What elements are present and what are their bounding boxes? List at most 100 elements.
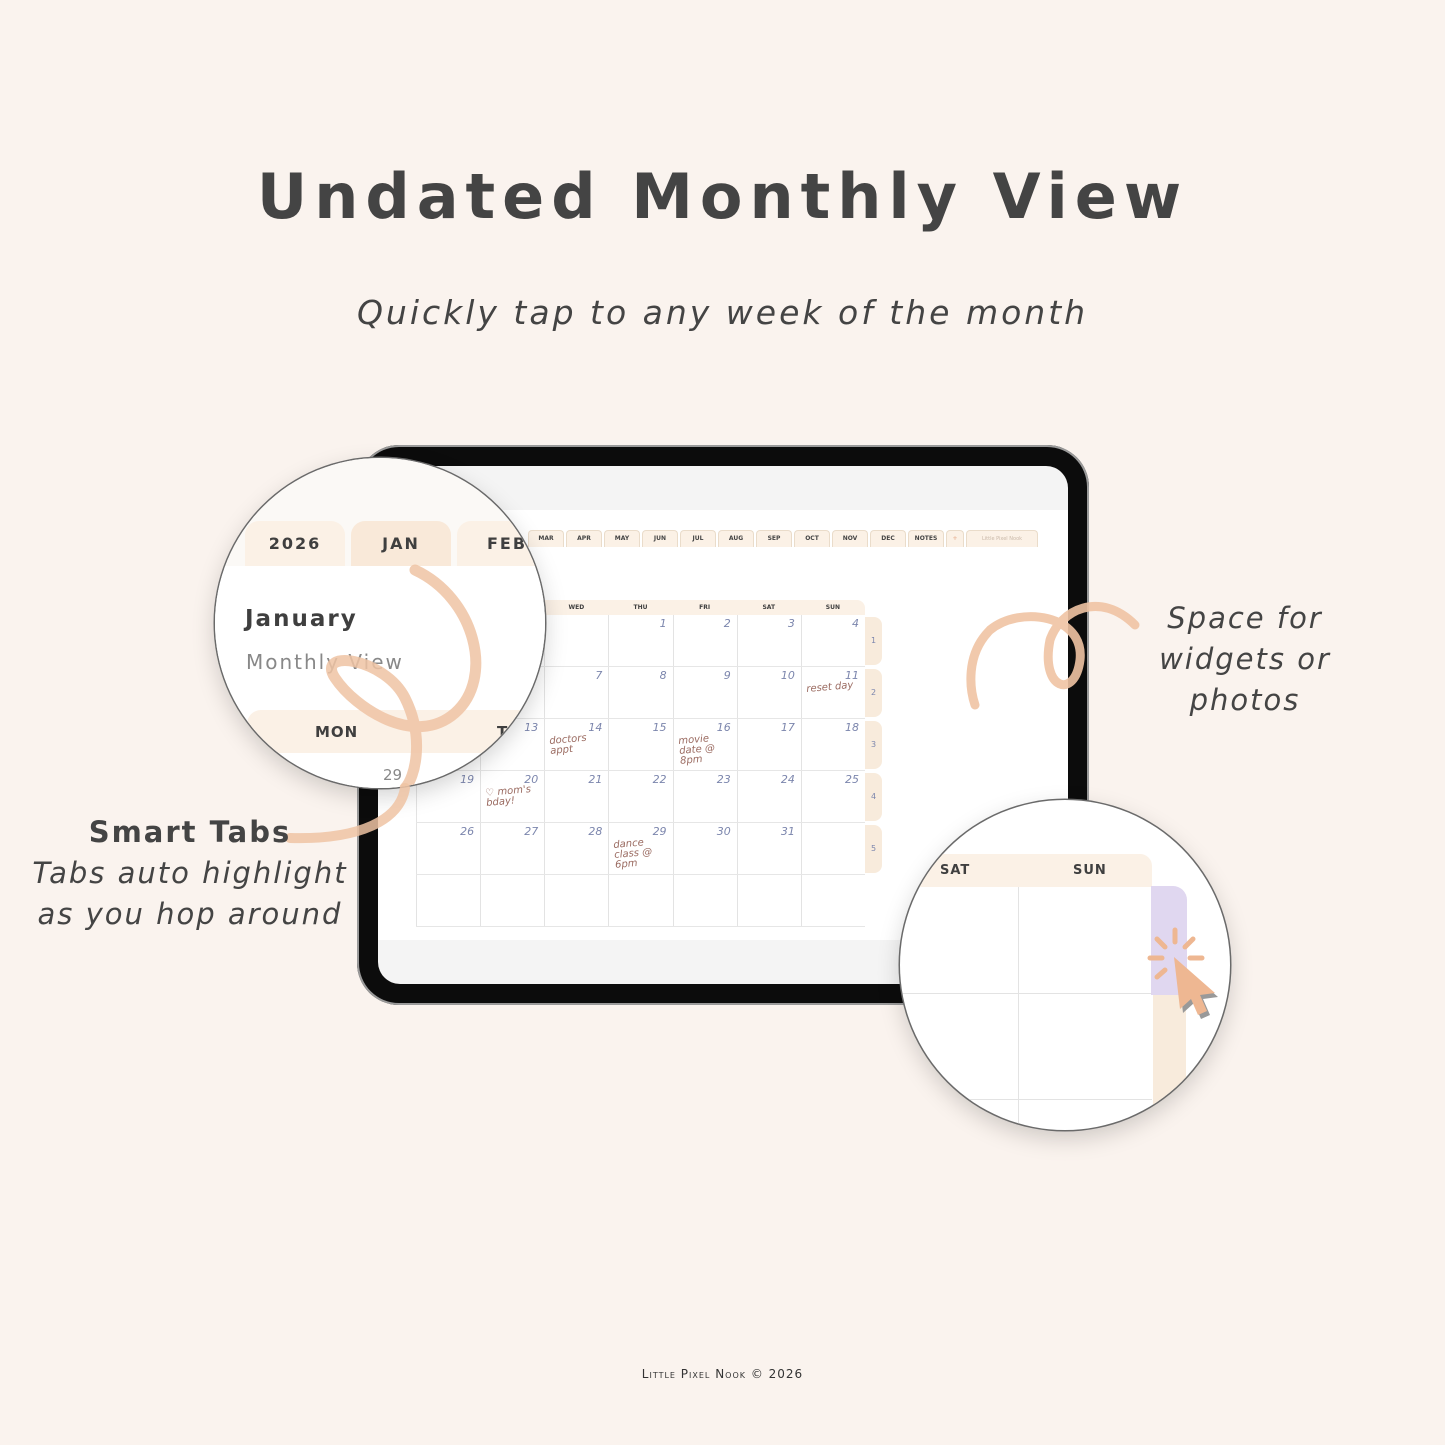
tab-feb[interactable]: FEB (457, 521, 545, 567)
tab-jan[interactable]: JAN (351, 521, 451, 567)
day-number: 30 (716, 825, 731, 838)
day-number: 21 (588, 773, 603, 786)
day-number: 11 (844, 669, 859, 682)
day-number: 23 (716, 773, 731, 786)
day-number: 10 (780, 669, 795, 682)
month-tab[interactable]: JUL (680, 530, 716, 547)
day-number: 7 (595, 669, 603, 682)
day-cell[interactable]: 1 (608, 615, 672, 666)
day-cell[interactable]: 27 (480, 823, 544, 874)
day-cell[interactable]: 31 (736, 823, 801, 874)
day-cell[interactable]: 2 (672, 615, 737, 666)
zoom-circle-week-tab: SAT SUN (900, 800, 1230, 1130)
week-tab[interactable]: 1 (865, 617, 882, 665)
weekday-label: SAT (762, 604, 776, 611)
day-cell[interactable]: 18 (800, 719, 865, 770)
weekday-label: THU (633, 604, 648, 611)
day-cell[interactable] (672, 875, 737, 926)
week-tab[interactable]: 3 (865, 721, 882, 769)
day-number: 27 (524, 825, 539, 838)
day-cell[interactable]: 25 (800, 771, 865, 822)
month-tab[interactable]: OCT (794, 530, 830, 547)
day-cell[interactable]: 28 (544, 823, 608, 874)
month-tab[interactable]: NOTES (908, 530, 944, 547)
month-tab[interactable]: AUG (718, 530, 754, 547)
annotation-title: Smart Tabs (88, 815, 292, 849)
day-cell[interactable]: 10 (736, 667, 801, 718)
day-cell[interactable]: 24 (736, 771, 801, 822)
day-number: 22 (652, 773, 667, 786)
pointer-click-icon (1147, 927, 1218, 1019)
day-number: 31 (780, 825, 795, 838)
weekday-tue-partial: T (497, 723, 508, 741)
day-cell[interactable] (800, 875, 865, 926)
annotation-line: widgets or (1159, 642, 1331, 676)
day-cell[interactable]: 8 (608, 667, 672, 718)
day-cell[interactable]: 26 (416, 823, 480, 874)
day-cell[interactable] (544, 875, 608, 926)
month-tab[interactable]: + (946, 530, 964, 547)
day-number: 24 (780, 773, 795, 786)
day-number: 9 (723, 669, 731, 682)
month-tab[interactable]: JUN (642, 530, 678, 547)
day-number: 2 (723, 617, 731, 630)
weekday-label: FRI (699, 604, 711, 611)
day-cell[interactable]: 4 (800, 615, 865, 666)
annotation-line: Space for (1167, 601, 1323, 635)
day-number: 28 (588, 825, 603, 838)
page-title: Undated Monthly View (256, 160, 1189, 233)
footer-copyright: Little Pixel Nook © 2026 (641, 1367, 804, 1381)
day-cell[interactable] (608, 875, 672, 926)
month-tab[interactable]: SEP (756, 530, 792, 547)
month-tab[interactable]: Little Pixel Nook (966, 530, 1038, 547)
annotation-line: Tabs auto highlight (32, 856, 348, 890)
day-cell[interactable] (800, 823, 865, 874)
day-number: 3 (787, 617, 795, 630)
smart-tabs-annotation: Smart Tabs Tabs auto highlight as you ho… (20, 812, 360, 935)
month-tab[interactable]: NOV (832, 530, 868, 547)
month-tab[interactable]: APR (566, 530, 602, 547)
day-cell[interactable]: 3 (736, 615, 801, 666)
day-number: 29 (652, 825, 667, 838)
weekday-sat: SAT (940, 863, 971, 878)
week-tab[interactable]: 2 (865, 669, 882, 717)
annotation-line: photos (1189, 683, 1301, 717)
day-number: 25 (844, 773, 859, 786)
week-tab[interactable]: 4 (865, 773, 882, 821)
day-cell[interactable]: 15 (608, 719, 672, 770)
weekday-label: SUN (825, 604, 841, 611)
day-number: 15 (652, 721, 667, 734)
day-number: 4 (851, 617, 859, 630)
day-cell[interactable]: 23 (672, 771, 737, 822)
day-cell[interactable] (736, 875, 801, 926)
day-number: 14 (588, 721, 603, 734)
day-cell[interactable]: 22 (608, 771, 672, 822)
day-cell[interactable]: 9 (672, 667, 737, 718)
day-cell[interactable]: 21 (544, 771, 608, 822)
day-number: 26 (460, 825, 475, 838)
day-cell[interactable] (416, 875, 480, 926)
annotation-line: as you hop around (37, 897, 343, 931)
tab-2026[interactable]: 2026 (245, 521, 345, 567)
week-tab[interactable] (1153, 995, 1186, 1130)
day-number: 18 (844, 721, 859, 734)
day-number: 29 (383, 766, 403, 784)
week-row (416, 875, 865, 927)
week-tab[interactable]: 5 (865, 825, 882, 873)
month-tab[interactable]: DEC (870, 530, 906, 547)
day-number: 8 (659, 669, 667, 682)
day-cell[interactable]: 17 (736, 719, 801, 770)
month-tab[interactable]: MAY (604, 530, 640, 547)
day-cell[interactable] (480, 875, 544, 926)
widgets-annotation: Space for widgets or photos (1140, 598, 1350, 721)
day-cell[interactable]: 30 (672, 823, 737, 874)
page-subtitle: Quickly tap to any week of the month (356, 293, 1089, 332)
